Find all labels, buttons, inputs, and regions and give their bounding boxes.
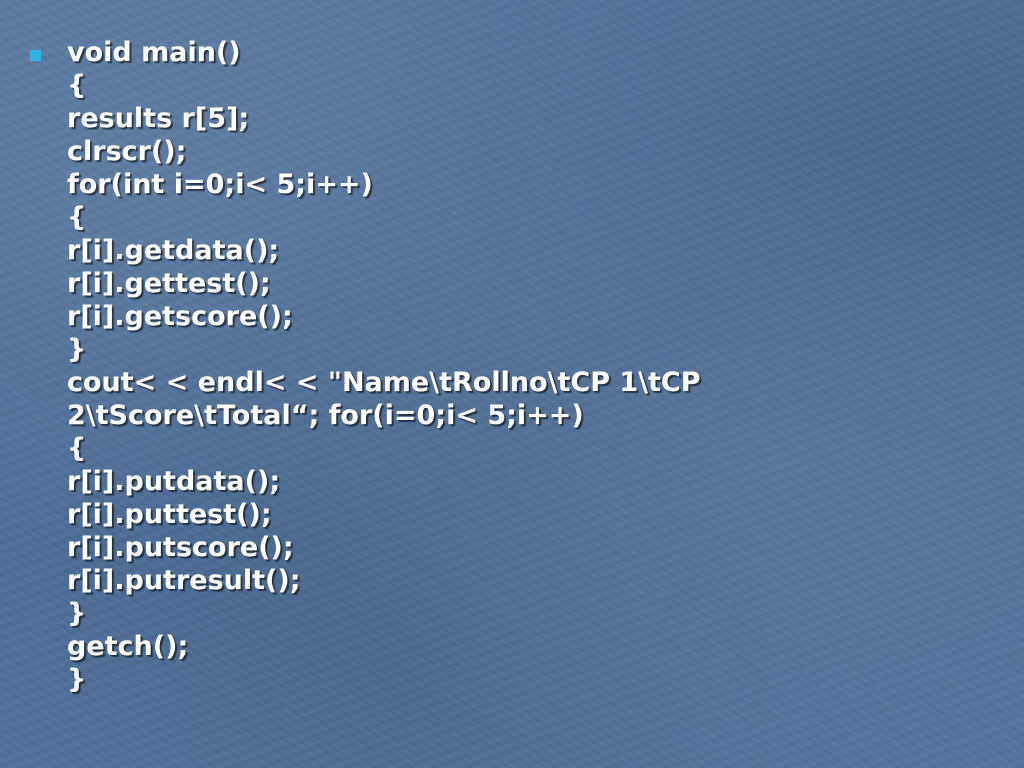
code-line: r[i].putscore(); xyxy=(67,532,294,563)
code-line: results r[5]; xyxy=(67,103,250,134)
code-listing: void main() { results r[5]; clrscr(); fo… xyxy=(67,36,967,696)
code-line: clrscr(); xyxy=(67,136,187,167)
code-line: r[i].getdata(); xyxy=(67,235,280,266)
code-line: for(int i=0;i< 5;i++) xyxy=(67,169,373,200)
code-line: } xyxy=(67,664,87,695)
code-line: } xyxy=(67,598,87,629)
code-line: } xyxy=(67,334,87,365)
code-line: cout< < endl< < "Name\tRollno\tCP 1\tCP xyxy=(67,367,701,398)
code-line: { xyxy=(67,70,87,101)
code-line: r[i].getscore(); xyxy=(67,301,293,332)
code-line: 2\tScore\tTotal“; for(i=0;i< 5;i++) xyxy=(67,400,584,431)
bullet-square-icon xyxy=(30,50,41,61)
code-line: { xyxy=(67,202,87,233)
code-line: { xyxy=(67,433,87,464)
code-line: r[i].putresult(); xyxy=(67,565,301,596)
code-line: r[i].gettest(); xyxy=(67,268,271,299)
code-line: r[i].puttest(); xyxy=(67,499,272,530)
code-line: getch(); xyxy=(67,631,189,662)
code-line: void main() xyxy=(67,37,241,68)
code-line: r[i].putdata(); xyxy=(67,466,281,497)
